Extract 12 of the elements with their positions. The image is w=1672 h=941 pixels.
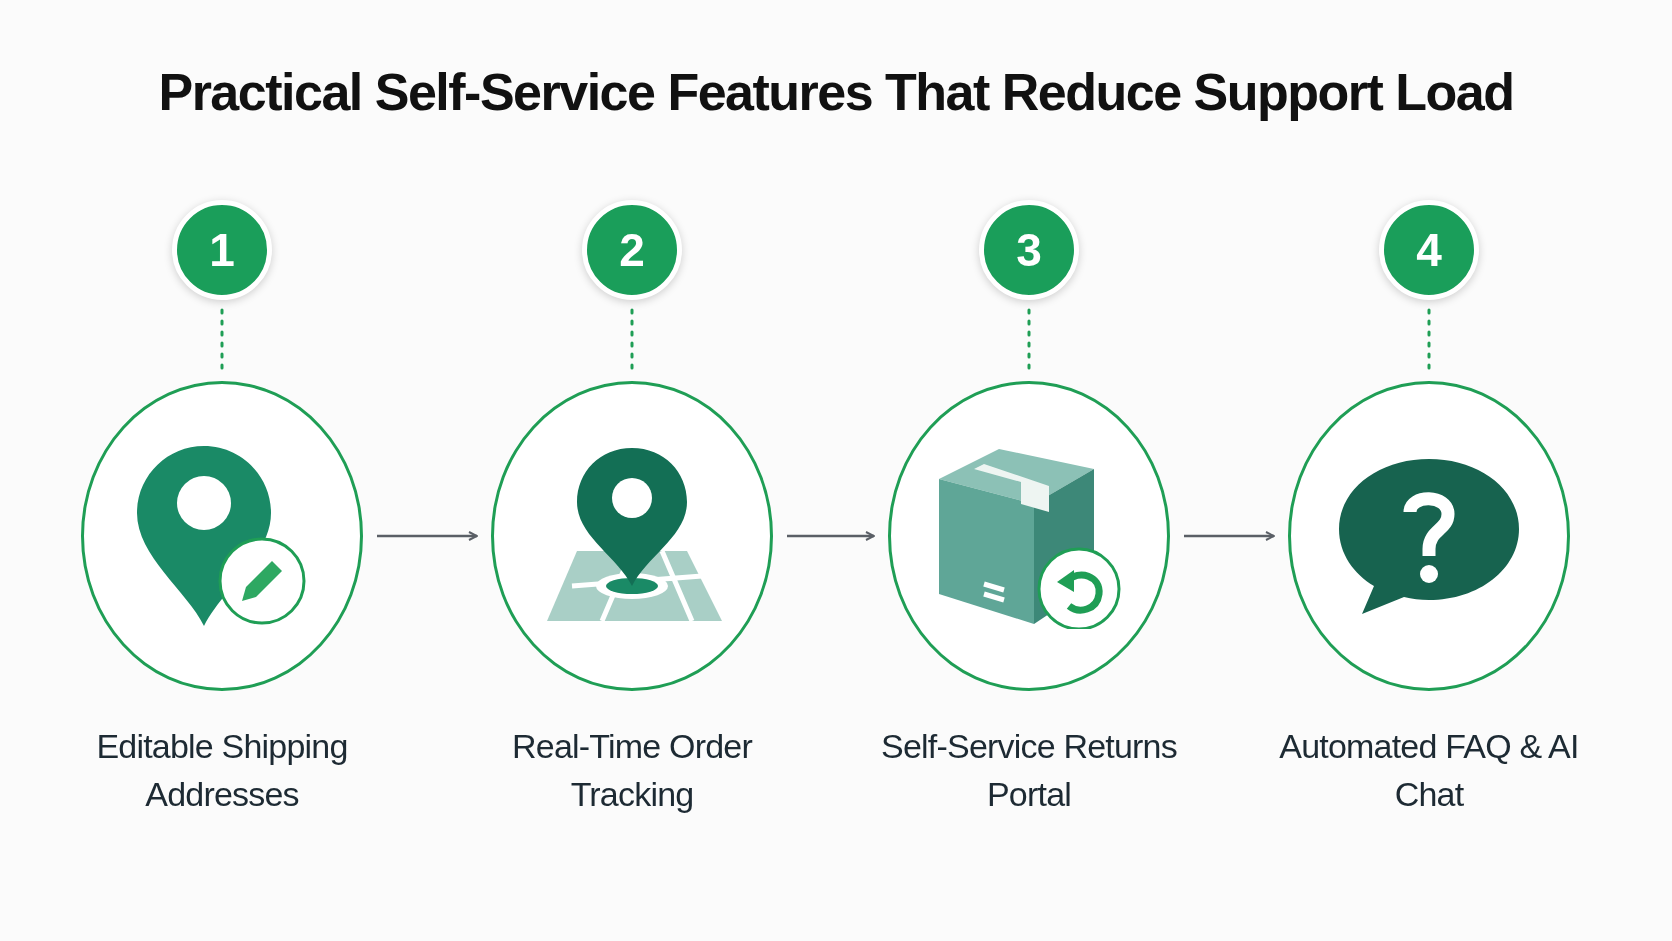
step-number-badge: 3	[979, 200, 1079, 300]
arrow	[787, 531, 875, 541]
arrow	[377, 531, 478, 541]
step-number-badge: 2	[582, 200, 682, 300]
title: Practical Self-Service Features That Reduce Support Load	[157, 62, 1515, 122]
step-number-badge: 1	[172, 200, 272, 300]
feature-label: Self-Service Returns Portal	[880, 726, 1178, 815]
feature-label: Editable Shipping Addresses	[95, 726, 349, 815]
step-number-badge: 4	[1379, 200, 1479, 300]
feature-label: Automated FAQ & AI Chat	[1278, 726, 1580, 815]
arrow	[1184, 531, 1275, 541]
feature-label: Real-Time Order Tracking	[511, 726, 754, 815]
